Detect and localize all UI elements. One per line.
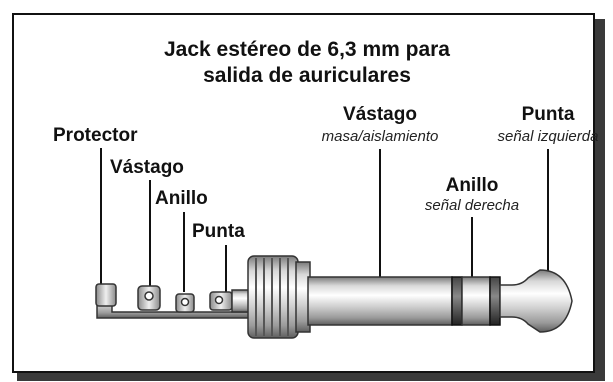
protector-tab [95,283,117,307]
label-vastago-left: Vástago [110,157,184,178]
label-punta-left: Punta [192,221,245,242]
insulator-1 [451,276,463,326]
label-punta-right: Punta [522,104,575,125]
ring [461,276,491,326]
tip [499,269,573,333]
insulator-2 [489,276,501,326]
title-line-2: salida de auriculares [203,64,411,87]
label-vastago-right: Vástago [343,104,417,125]
jack-back [95,283,253,319]
desc-punta-right: señal izquierda [498,128,599,145]
label-anillo-right: Anillo [446,175,499,196]
title-line-1: Jack estéreo de 6,3 mm para [164,38,450,61]
desc-vastago-right: masa/aislamiento [322,128,439,145]
desc-anillo-right: señal derecha [425,197,519,214]
sleeve [307,276,453,326]
jack-thread [247,255,311,339]
leader-lines [100,148,549,292]
label-anillo-left: Anillo [155,188,208,209]
label-protector: Protector [53,125,138,146]
